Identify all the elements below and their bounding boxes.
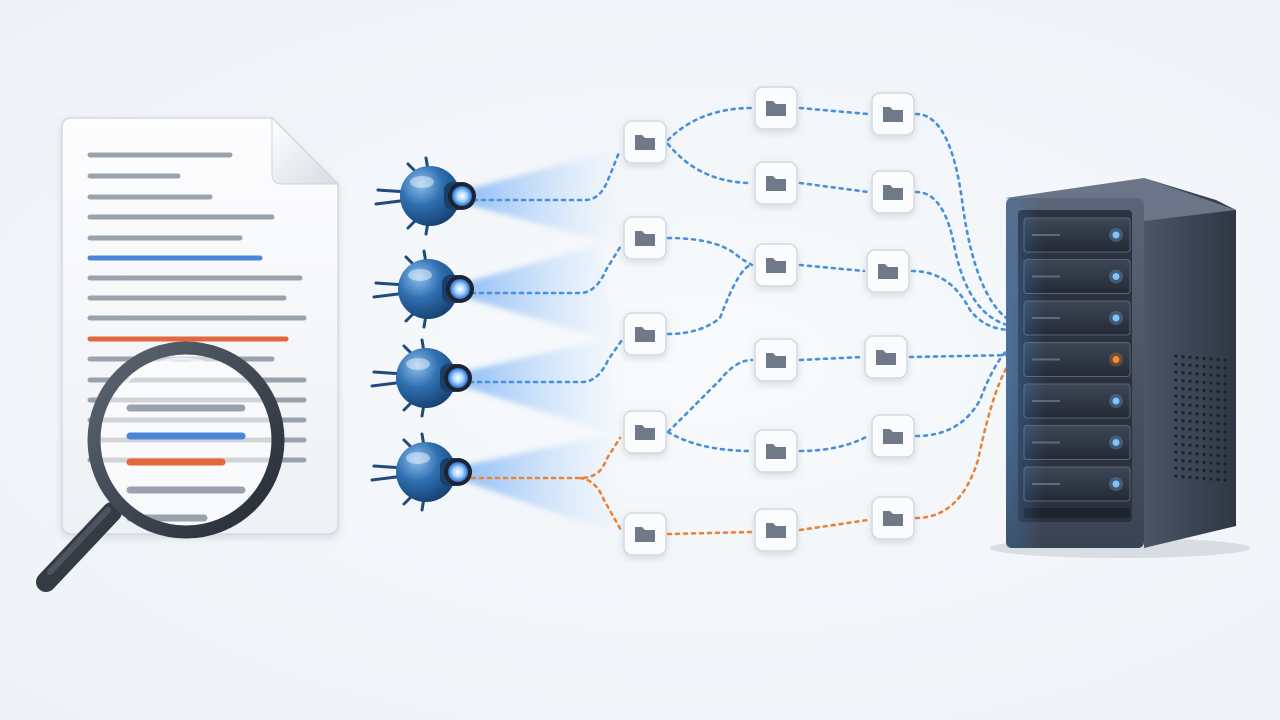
folder-icon — [754, 161, 798, 205]
folder-icon — [754, 429, 798, 473]
folder-icon — [866, 249, 910, 293]
server-vent-grille — [1174, 354, 1227, 482]
crawler-bot-icon — [374, 156, 476, 236]
crawl-paths — [460, 106, 1014, 536]
folder-icon — [623, 216, 667, 260]
crawler-beam — [462, 432, 620, 536]
crawl-path — [666, 358, 754, 434]
folder-icon — [623, 312, 667, 356]
magnifying-glass-icon — [36, 341, 285, 592]
crawl-path — [914, 343, 1014, 438]
folder-icon — [871, 414, 915, 458]
crawl-path — [666, 430, 754, 453]
crawl-path — [914, 358, 1014, 520]
magnified-text-lines — [126, 404, 246, 522]
crawler-beam — [462, 338, 620, 436]
crawl-path — [666, 263, 754, 336]
server-rack-icon — [990, 178, 1250, 558]
folder-icon — [754, 508, 798, 552]
crawl-path — [666, 236, 754, 267]
folder-icon — [871, 496, 915, 540]
server-unit — [1023, 466, 1131, 502]
folder-icon — [754, 243, 798, 287]
crawl-path — [462, 242, 624, 295]
folder-icon — [871, 92, 915, 136]
crawl-path — [798, 106, 870, 116]
crawl-path — [914, 112, 1014, 324]
folder-icon — [623, 512, 667, 556]
crawl-path — [464, 148, 622, 202]
crawler-bot-icon — [370, 338, 472, 418]
crawl-path — [798, 434, 870, 453]
crawl-path — [798, 263, 866, 273]
crawl-path — [666, 142, 754, 185]
crawl-path — [666, 530, 754, 536]
folder-nodes — [623, 86, 915, 556]
crawl-path — [798, 181, 870, 194]
crawler-beam — [464, 244, 620, 344]
crawl-path — [798, 355, 864, 362]
crawl-path — [798, 518, 870, 532]
folder-icon — [623, 120, 667, 164]
server-units — [1023, 217, 1131, 518]
folder-icon — [871, 170, 915, 214]
folder-icon — [754, 338, 798, 382]
status-led — [1112, 439, 1120, 446]
server-unit — [1023, 425, 1131, 460]
status-led — [1112, 356, 1120, 363]
crawl-path — [666, 106, 754, 142]
crawl-path — [914, 190, 1014, 328]
crawl-path — [908, 353, 1014, 359]
status-led — [1112, 314, 1120, 322]
crawler-bot-icon — [370, 432, 472, 512]
status-led — [1112, 273, 1120, 280]
crawler-bots — [370, 156, 476, 512]
status-led — [1112, 231, 1120, 239]
status-led — [1112, 480, 1120, 488]
crawler-bot-icon — [372, 249, 474, 329]
folder-icon — [864, 335, 908, 379]
crawler-beam — [466, 148, 620, 246]
crawler-beams — [462, 148, 620, 536]
crawl-path — [578, 476, 624, 534]
folder-icon — [754, 86, 798, 130]
folder-icon — [623, 410, 667, 454]
crawl-path — [910, 269, 1014, 332]
crawl-path — [460, 338, 624, 384]
status-led — [1112, 397, 1120, 405]
